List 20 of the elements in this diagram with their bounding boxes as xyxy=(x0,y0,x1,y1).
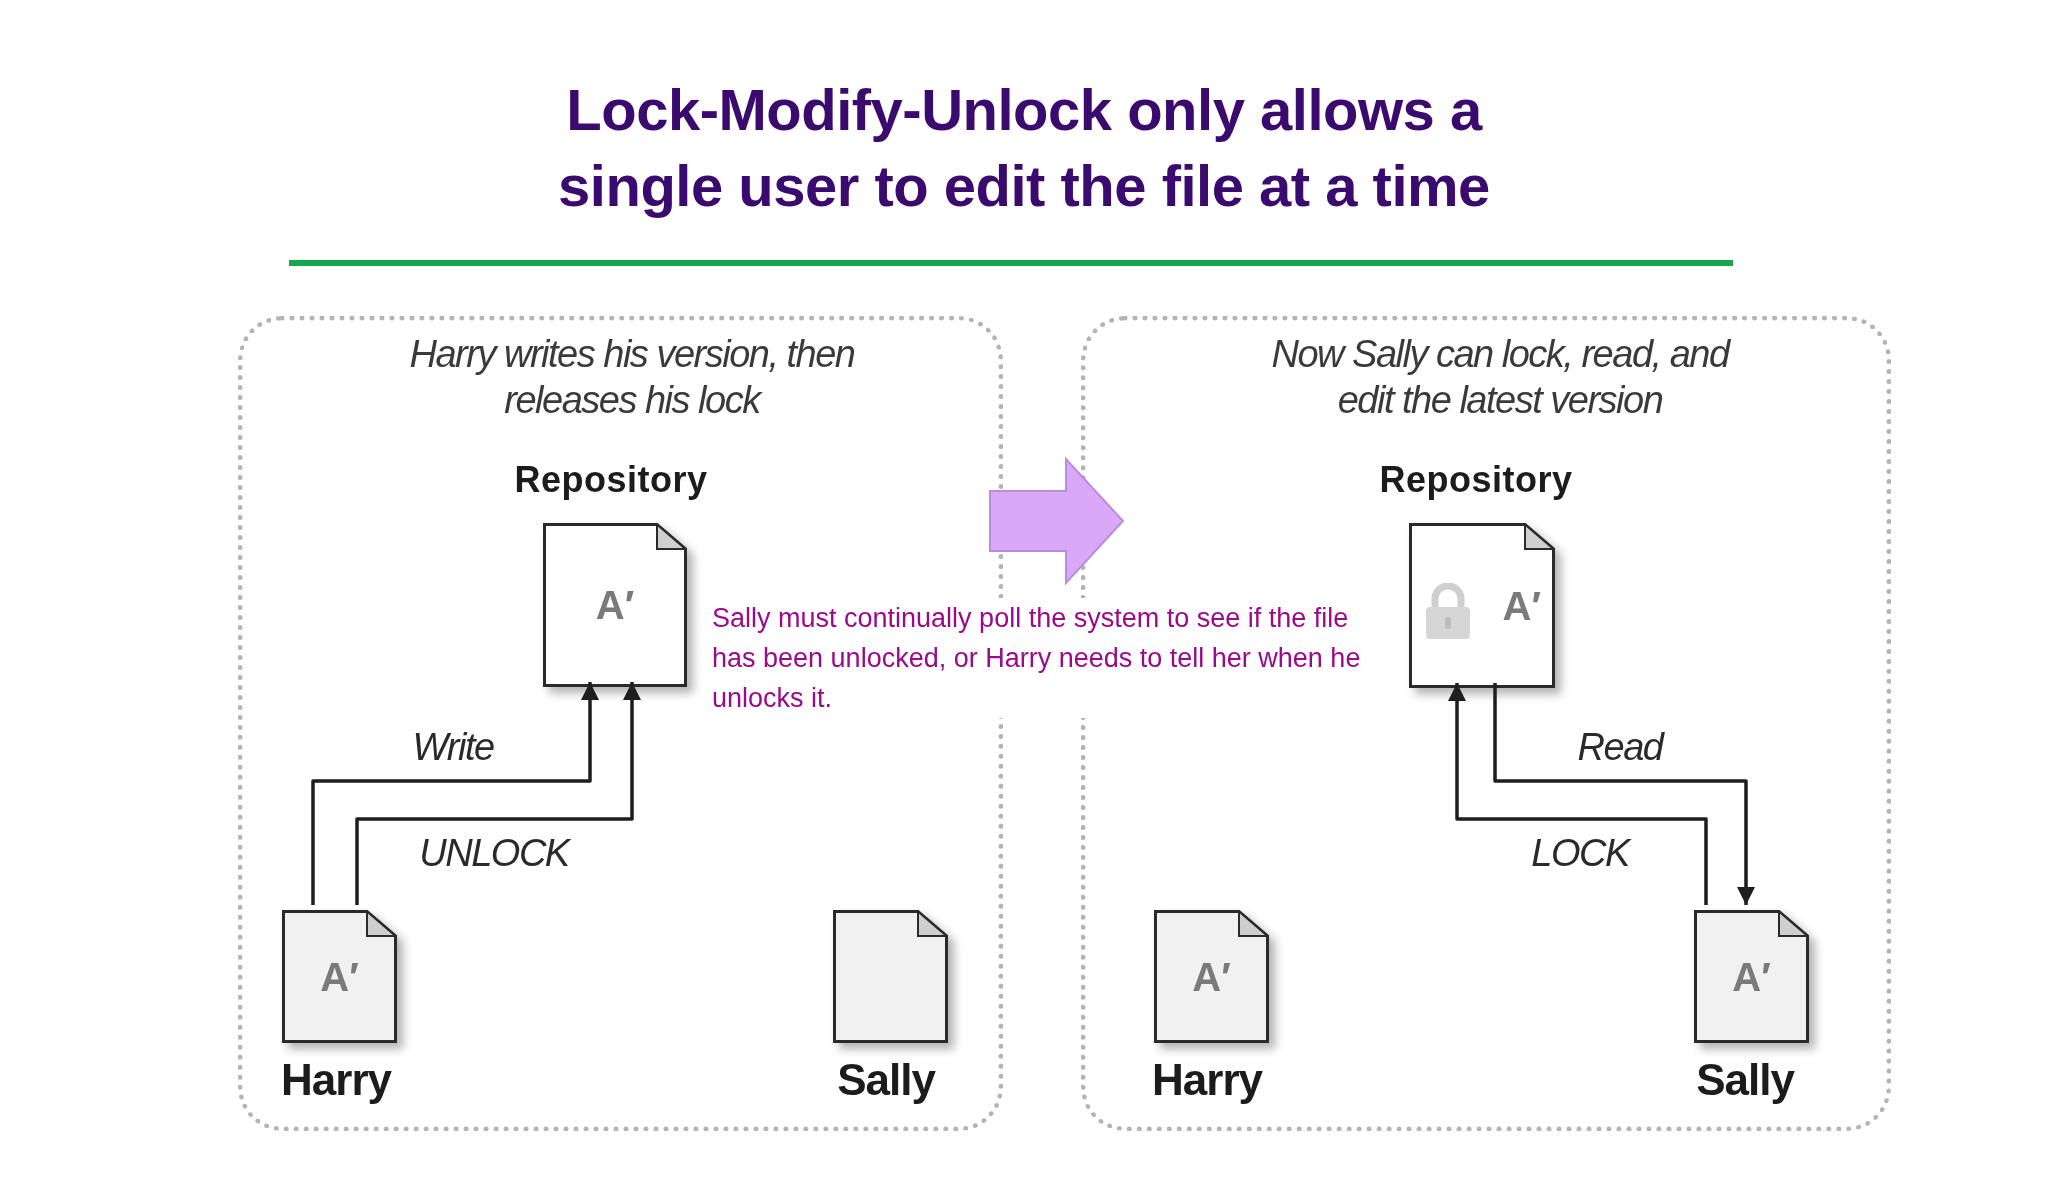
arrow xyxy=(355,682,641,905)
note-text: Sally must continually poll the system to see if the file has been unlocked, or Harry needs to tell her when he unlocks it. xyxy=(712,598,1362,718)
panel-caption: Now Sally can lock, read, and edit the latest version xyxy=(1270,332,1732,423)
file-version-label: A′ xyxy=(1502,585,1541,626)
file-version-label: A′ xyxy=(1732,956,1771,997)
title: Lock-Modify-Unlock only allows a single user to edit the file at a time xyxy=(557,76,1491,220)
user-name-label: Sally xyxy=(837,1058,935,1102)
arrow xyxy=(1448,683,1708,905)
file-version-label: A′ xyxy=(595,585,635,625)
file-version-label: A′ xyxy=(320,956,359,997)
user-name-label: Sally xyxy=(1696,1058,1794,1102)
arrow xyxy=(1493,683,1755,905)
block-arrow xyxy=(989,456,1125,586)
user-name-label: Harry xyxy=(281,1058,391,1102)
repository-label: Repository xyxy=(514,462,708,498)
panel-caption: Harry writes his version, then releases his lock xyxy=(408,332,856,423)
file-version-label: A′ xyxy=(1192,956,1231,997)
repository-label: Repository xyxy=(1379,462,1573,498)
arrow xyxy=(311,682,599,905)
user-name-label: Harry xyxy=(1152,1058,1262,1102)
